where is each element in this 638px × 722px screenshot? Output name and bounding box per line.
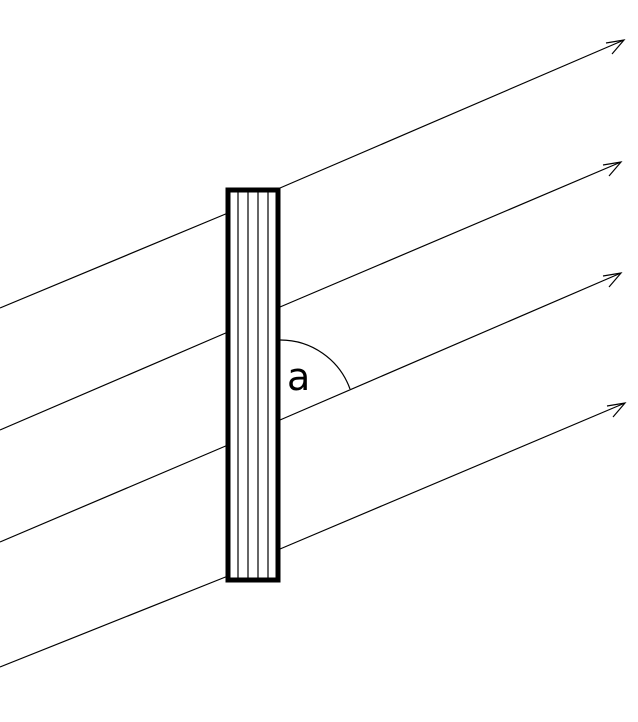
plate bbox=[225, 187, 281, 583]
ray-3-arrowhead bbox=[602, 272, 623, 288]
angle-arc bbox=[279, 339, 351, 390]
ray-4-outgoing bbox=[279, 402, 626, 550]
ray-3-incoming bbox=[0, 444, 229, 543]
ray-4-arrowhead bbox=[606, 402, 627, 418]
ray-4-incoming bbox=[0, 575, 229, 668]
ray-3-outgoing bbox=[279, 272, 622, 421]
ray-2-incoming bbox=[0, 331, 229, 431]
ray-1-outgoing bbox=[279, 39, 625, 189]
ray-2-outgoing bbox=[279, 161, 622, 308]
angle-label: a bbox=[287, 355, 310, 399]
ray-2-arrowhead bbox=[602, 161, 623, 177]
ray-1-incoming bbox=[0, 212, 229, 309]
ray-1-arrowhead bbox=[605, 39, 626, 55]
